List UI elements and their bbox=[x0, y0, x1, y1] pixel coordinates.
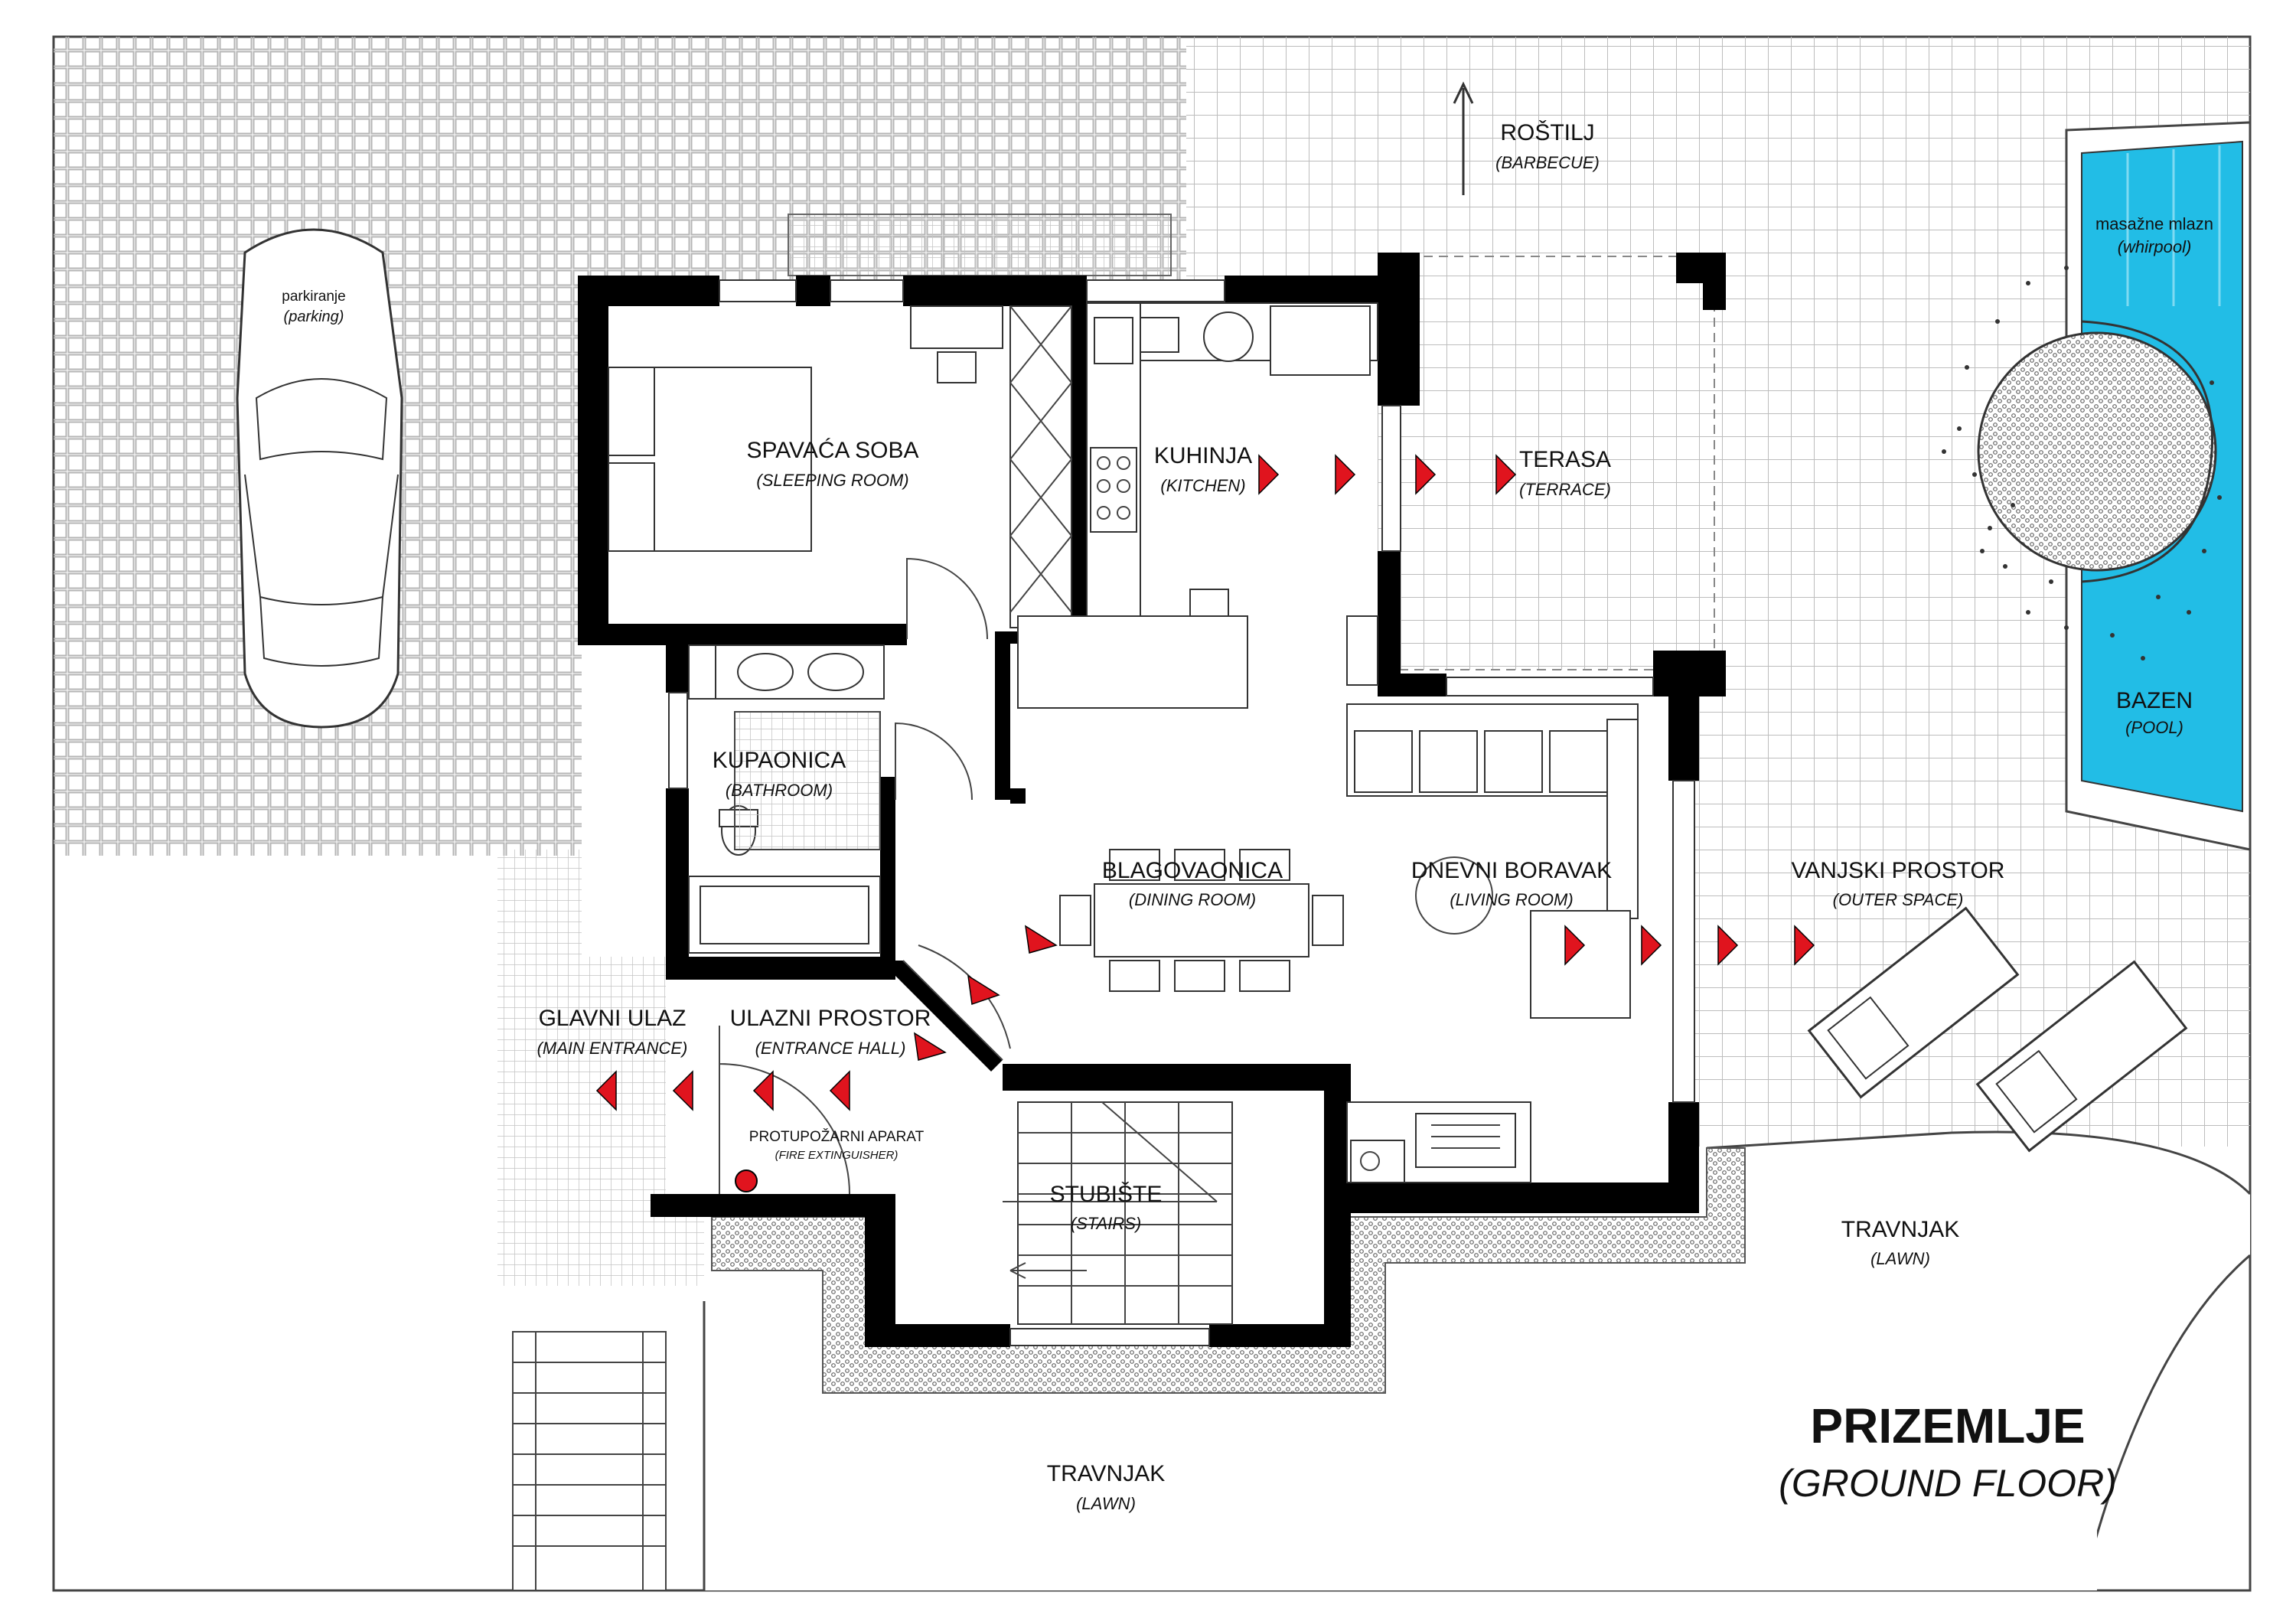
kitchen-stool bbox=[1189, 589, 1229, 617]
living-label: DNEVNI BORAVAK bbox=[1411, 858, 1612, 883]
lawn-right-curve bbox=[1706, 1130, 2252, 1196]
windows bbox=[668, 279, 1695, 1346]
arrow-right-icon bbox=[1641, 925, 1662, 966]
direction-arrows bbox=[595, 454, 1815, 1111]
barbecue-arrow-icon bbox=[1453, 81, 1474, 195]
entrance-hall-sublabel: (ENTRANCE HALL) bbox=[755, 1039, 906, 1058]
pool bbox=[1977, 121, 2252, 851]
entrance-hall-label: ULAZNI PROSTOR bbox=[730, 1006, 931, 1031]
tv-screen bbox=[1415, 1113, 1516, 1168]
main-entrance-sublabel: (MAIN ENTRANCE) bbox=[537, 1039, 688, 1058]
parking-label: parkiranje bbox=[282, 289, 345, 305]
arrow-right-icon bbox=[1415, 454, 1437, 495]
terrace-sublabel: (TERRACE) bbox=[1519, 480, 1611, 499]
kitchen-counter bbox=[1086, 302, 1378, 618]
car bbox=[236, 228, 403, 729]
arrow-left-icon bbox=[595, 1070, 617, 1111]
lawn-right-label: TRAVNJAK bbox=[1841, 1217, 1959, 1242]
plan-subtitle: (GROUND FLOOR) bbox=[1779, 1462, 2117, 1505]
bathroom-door-swing bbox=[895, 722, 973, 801]
sun-lounger-2 bbox=[1975, 960, 2188, 1153]
fireplace bbox=[1350, 1140, 1405, 1183]
outer-space-label: VANJSKI PROSTOR bbox=[1792, 858, 2005, 883]
wardrobe bbox=[1009, 305, 1073, 628]
whirlpool-sublabel: (whirpool) bbox=[2118, 237, 2192, 256]
outer-stairs bbox=[512, 1331, 667, 1591]
pool-splash-dots bbox=[1942, 266, 2222, 661]
pool-sublabel: (POOL) bbox=[2125, 718, 2183, 737]
arrow-left-icon bbox=[829, 1070, 850, 1111]
arrow-right-icon bbox=[1564, 925, 1586, 966]
tv-lines bbox=[1431, 1124, 1500, 1149]
bedroom-label: SPAVAĆA SOBA bbox=[746, 438, 918, 463]
main-entrance-label: GLAVNI ULAZ bbox=[539, 1006, 687, 1031]
interior-floor bbox=[582, 283, 1691, 1332]
shower-tiles bbox=[734, 711, 881, 850]
barbecue-label: ROŠTILJ bbox=[1500, 119, 1594, 145]
double-bed bbox=[608, 367, 812, 552]
plan-title: PRIZEMLJE bbox=[1810, 1398, 2085, 1453]
bathroom-sublabel: (BATHROOM) bbox=[726, 781, 833, 800]
coffee-table bbox=[1415, 856, 1493, 935]
fire-extinguisher-icon bbox=[735, 1169, 758, 1192]
outer-space-sublabel: (OUTER SPACE) bbox=[1833, 890, 1964, 909]
stairs-sublabel: (STAIRS) bbox=[1071, 1214, 1141, 1233]
lawn-right-sublabel: (LAWN) bbox=[1870, 1249, 1930, 1268]
desk-chair bbox=[937, 351, 977, 383]
sun-lounger-1 bbox=[1807, 906, 2020, 1099]
arrow-left-icon bbox=[752, 1070, 774, 1111]
arrow-right-icon bbox=[1258, 454, 1280, 495]
sofa bbox=[1346, 703, 1639, 919]
pool-label: BAZEN bbox=[2116, 688, 2193, 713]
fireplace-ring bbox=[1360, 1151, 1380, 1171]
dining-table bbox=[1059, 849, 1344, 992]
bedroom-door-swing bbox=[906, 557, 988, 640]
arrow-right-icon bbox=[1495, 454, 1517, 495]
terrace-label: TERASA bbox=[1519, 447, 1611, 472]
living-sublabel: (LIVING ROOM) bbox=[1450, 890, 1573, 909]
arrow-right-icon bbox=[1335, 454, 1356, 495]
lawn-right-edge bbox=[2080, 1254, 2251, 1591]
extinguisher-sublabel: (FIRE EXTINGUISHER) bbox=[775, 1149, 899, 1162]
desk bbox=[910, 305, 1003, 349]
arrow-right-icon bbox=[1794, 925, 1815, 966]
stairs-label: STUBIŠTE bbox=[1050, 1181, 1163, 1207]
parking-sublabel: (parking) bbox=[284, 308, 344, 325]
kitchen-island bbox=[1017, 615, 1248, 709]
bathroom-label: KUPAONICA bbox=[713, 748, 846, 773]
arrow-diagonal-icon bbox=[1025, 925, 1058, 954]
arrow-left-icon bbox=[672, 1070, 693, 1111]
lawn-bottom-sublabel: (LAWN) bbox=[1076, 1494, 1136, 1513]
dining-sublabel: (DINING ROOM) bbox=[1129, 890, 1256, 909]
terrace-area bbox=[1393, 256, 1714, 670]
arrow-right-icon bbox=[1717, 925, 1739, 966]
armchair bbox=[1530, 910, 1631, 1019]
bathroom-fixtures bbox=[688, 644, 885, 954]
fridge bbox=[1346, 615, 1378, 686]
kitchen-sublabel: (KITCHEN) bbox=[1160, 476, 1245, 495]
interior-stairs bbox=[1003, 1101, 1233, 1325]
planter-strip bbox=[788, 214, 1172, 276]
arrow-diagonal-icon bbox=[914, 1032, 947, 1061]
walls bbox=[578, 253, 1726, 1347]
main-door-swing bbox=[719, 1026, 850, 1195]
bedroom-sublabel: (SLEEPING ROOM) bbox=[756, 471, 908, 490]
barbecue-sublabel: (BARBECUE) bbox=[1495, 153, 1600, 172]
arrow-diagonal-icon bbox=[967, 974, 1000, 1006]
lawn-bottom-label: TRAVNJAK bbox=[1047, 1461, 1165, 1486]
whirlpool-label: masažne mlazn bbox=[2095, 214, 2213, 233]
dining-label: BLAGOVAONICA bbox=[1102, 858, 1283, 883]
kitchen-label: KUHINJA bbox=[1154, 443, 1252, 468]
extinguisher-label: PROTUPOŽARNI APARAT bbox=[749, 1128, 925, 1145]
